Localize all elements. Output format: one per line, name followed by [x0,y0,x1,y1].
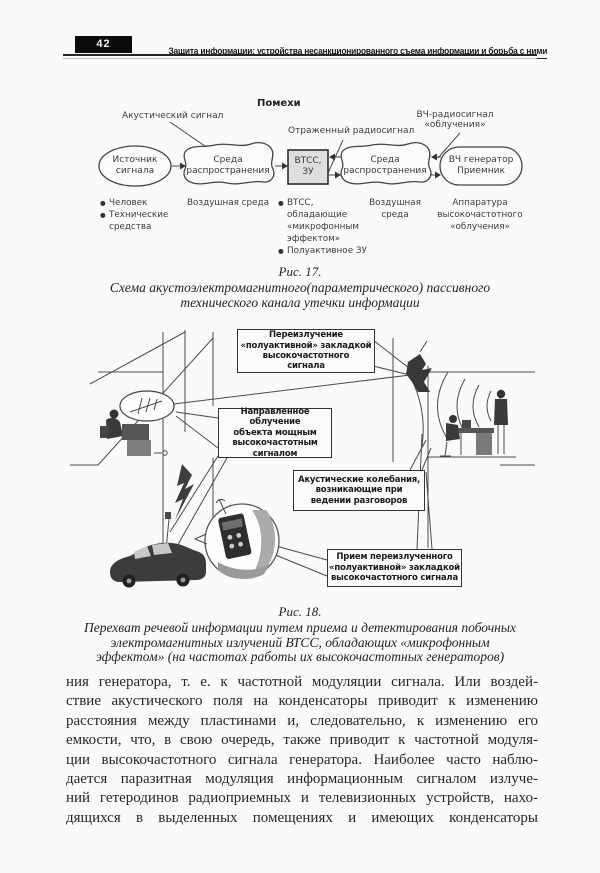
callout-pointer-lines [169,339,433,577]
header-rule-shadow [63,58,537,59]
note-medium-1: Воздушная среда [187,198,269,208]
label-reflected-radiosignal: Отраженный радиосигнал [288,126,415,136]
figure-18-drawing [70,330,535,588]
propagation-medium-shape [183,142,275,185]
note-vtss-examples: ВТСС, обладающие «микрофонным эффектом» … [278,197,367,257]
surveillance-car [110,542,206,588]
figure-18-illustration: Переизлучение «полуактивной» закладкой в… [70,322,535,602]
bullet-item: Технические средства [100,209,174,233]
vtss-device-shape [287,149,329,185]
figure-18-caption-line: Перехват речевой информации путем приема… [84,620,516,635]
bullet-item: Полуактивное ЗУ [278,245,367,257]
target-room-lines [392,338,535,548]
note-irradiation-equipment: Аппаратура высокочастотного «облучения» [437,198,523,232]
body-line: расстояния между пластинами и, следовате… [66,712,538,729]
bug-device [406,340,432,392]
body-line: ний гетеродинов радиоприемных и телевизи… [66,790,538,807]
signal-source-shape [98,145,172,187]
bullet-item: Человек [100,197,174,209]
body-line: дящихся в выделенных помещениях и имеющи… [66,809,538,826]
surveillance-operator [100,409,168,456]
label-interference: Помехи [257,98,301,109]
note-medium-2: Воздушная среда [369,198,421,220]
figure-18-caption: Рис. 18. Перехват речевой информации пут… [60,604,540,665]
figure-17-caption-line: Схема акустоэлектромагнитного(параметрич… [109,280,491,295]
directional-antenna [119,390,175,422]
body-line: ции высокочастотного сигнала генератора.… [66,751,538,768]
block-signal-source: Источник сигнала [112,155,158,176]
body-line: емкости, что, в свою очередь, также прив… [66,732,538,749]
page-number-badge: 42 [75,36,132,53]
block-propagation-medium-2: Среда распространения [343,155,427,176]
label-acoustic-signal: Акустический сигнал [122,111,224,121]
body-line: ния генератора, т. е. к частотной модуля… [66,674,538,690]
antenna-mast-bolt [165,464,194,551]
hf-generator-shape [439,146,523,186]
callout-acoustic-oscillations: Акустические колебания, возникающие при … [293,470,425,511]
flow-arrows [172,153,441,179]
figure-18-caption-line: эффектом» (на частотах работы их высокоч… [95,649,505,664]
body-line: ствие акустического поля на конденсаторы… [66,693,538,710]
figure-18-caption-title: Рис. 18. [278,604,322,619]
figure-18-caption-line: электромагнитных излучений ВТСС, обладаю… [110,634,490,650]
running-header-title: Защита информации: устройства несанкцион… [140,39,547,59]
bullet-item: ВТСС, обладающие «микрофонным эффектом» [278,197,362,245]
callout-reemission: Переизлучение «полуактивной» закладкой в… [237,329,375,373]
block-propagation-medium-1: Среда распространения [186,155,270,176]
talking-people [440,389,508,457]
header-rule [63,54,537,56]
body-paragraph: ния генератора, т. е. к частотной модуля… [66,673,538,828]
body-line: дается паразитная модуляция информационн… [66,771,538,788]
hf-beam-arrow [173,370,419,405]
block-hf-generator-receiver: ВЧ генератор Приемник [448,155,514,176]
figure-17-caption-line: технического канала утечки информации [180,294,420,310]
figure-17-caption: Рис. 17. Схема акустоэлектромагнитного(п… [60,264,540,310]
figure-17-shapes [98,121,523,187]
callout-reception: Прием переизлученного «полуактивной» зак… [327,549,462,587]
block-vtss-device: ВТСС, ЗУ [294,156,322,177]
figure-17-diagram: Помехи Акустический сигнал Отраженный ра… [85,98,535,268]
label-hf-radiosignal: ВЧ-радиосигнал «облучения» [416,110,494,130]
note-source-examples: Человек Технические средства [100,197,174,233]
callout-irradiation: Направленное облучение объекта мощным вы… [218,407,332,459]
figure-17-caption-title: Рис. 17. [278,264,322,279]
receiver-inset-circle [193,498,280,579]
